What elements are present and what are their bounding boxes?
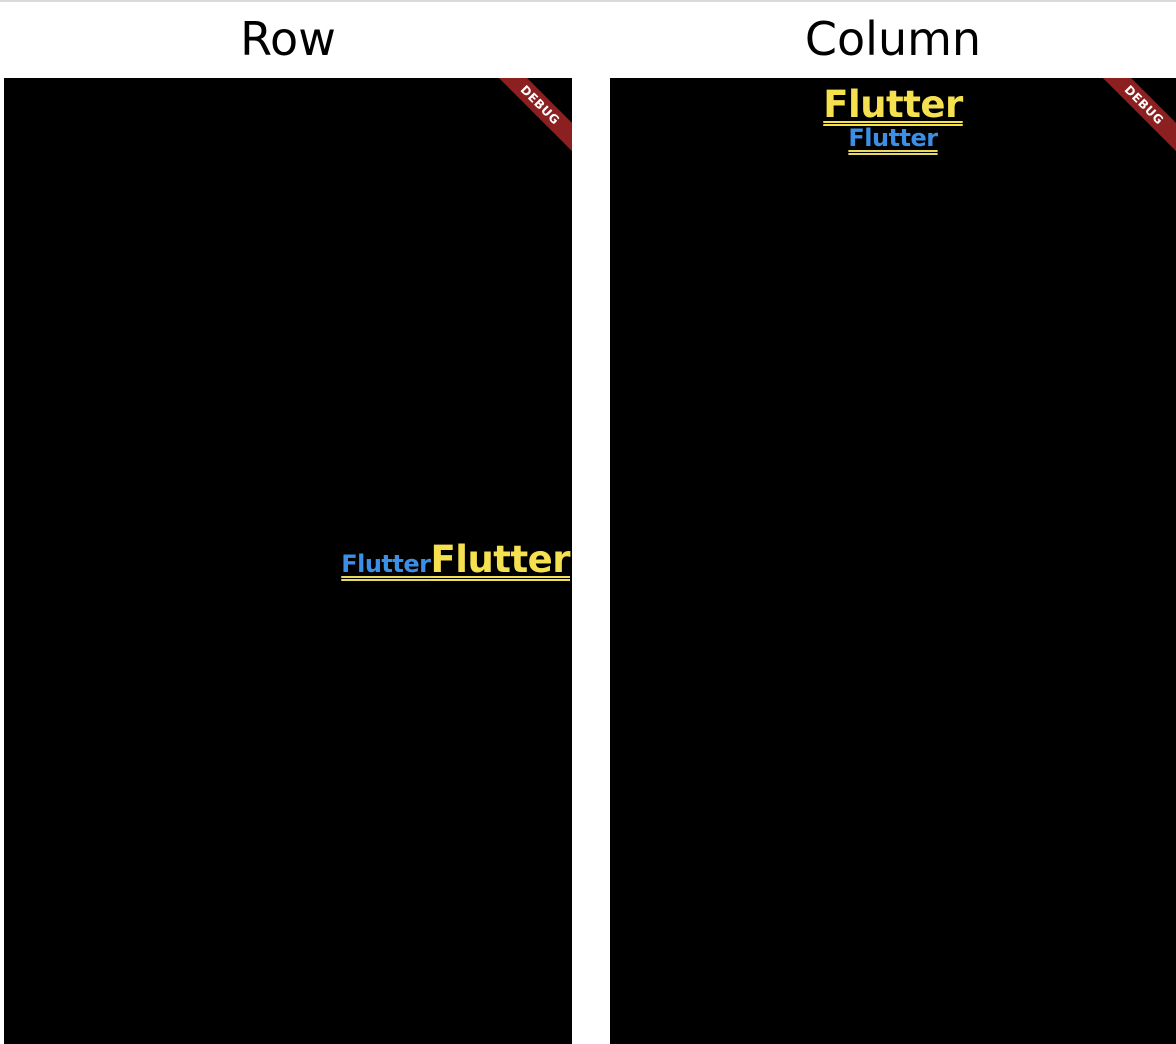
top-divider: [0, 0, 1176, 2]
debug-banner: DEBUG: [490, 78, 572, 155]
flutter-text-yellow: Flutter: [430, 538, 570, 581]
debug-banner-label: DEBUG: [517, 82, 563, 128]
flutter-text-blue: Flutter: [341, 550, 431, 578]
column-header: Column: [804, 12, 982, 66]
row-header: Row: [240, 12, 336, 66]
flutter-text-yellow: Flutter: [823, 83, 963, 126]
column-device-screen: DEBUG Flutter Flutter: [610, 78, 1176, 1044]
column-widget: Flutter Flutter: [610, 84, 1176, 152]
row-widget: Flutter Flutter: [341, 538, 570, 581]
row-device-screen: DEBUG Flutter Flutter: [4, 78, 572, 1044]
flutter-text-blue: Flutter: [848, 124, 938, 153]
